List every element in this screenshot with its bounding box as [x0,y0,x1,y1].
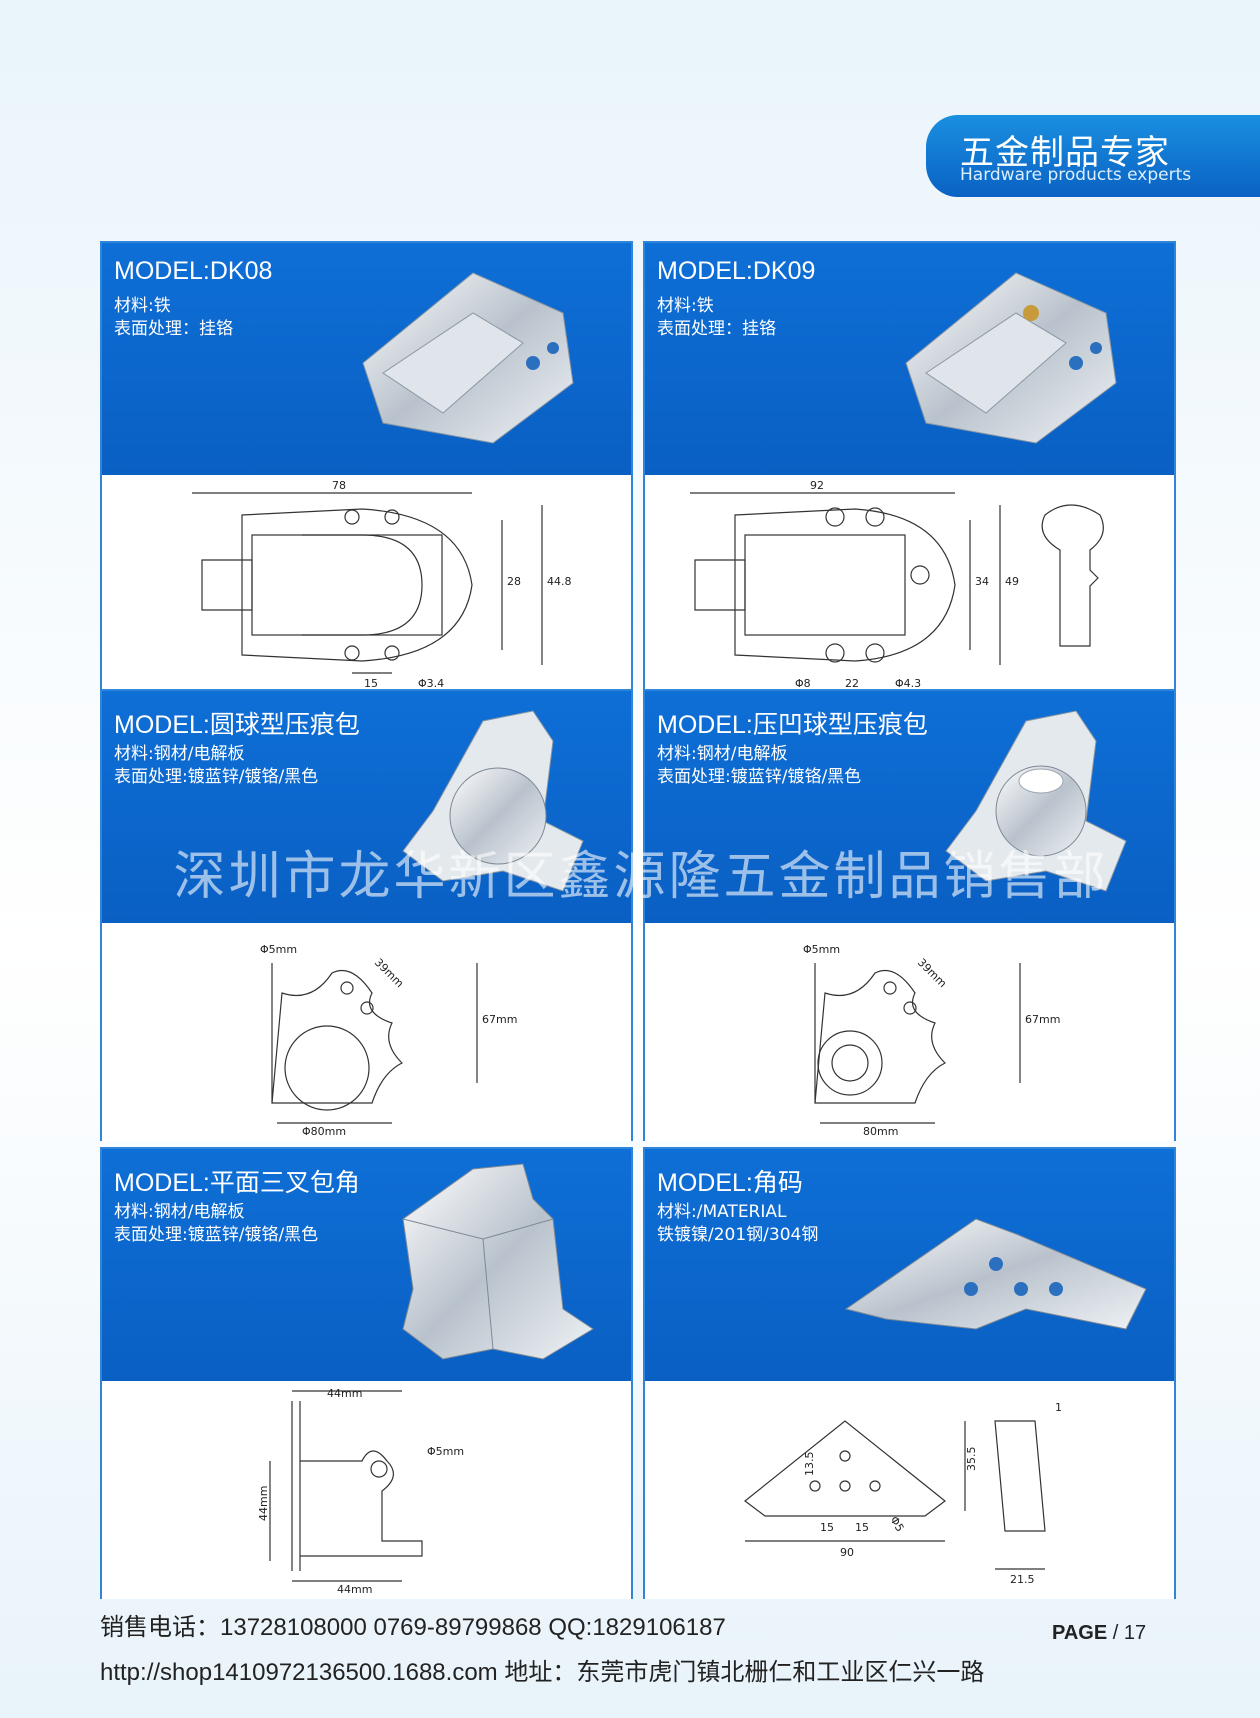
svg-text:39mm: 39mm [372,956,406,990]
technical-drawing: 92 34 49 22 Φ8 Φ4.3 [645,475,1174,693]
svg-text:34: 34 [975,575,989,588]
svg-text:78: 78 [332,479,346,492]
card-header: MODEL:DK09 材料:铁 表面处理：挂铬 [645,243,1174,475]
address-line: http://shop1410972136500.1688.com 地址：东莞市… [100,1659,985,1686]
technical-drawing: 44mm Φ5mm 44mm 44mm [102,1381,631,1599]
technical-drawing: Φ5mm 39mm 67mm Φ80mm [102,923,631,1141]
material-spec: 材料:/MATERIAL [657,1202,787,1222]
svg-text:13.5: 13.5 [803,1452,816,1477]
product-card-dk09: MODEL:DK09 材料:铁 表面处理：挂铬 92 34 49 22 Φ8 [643,241,1176,693]
product-card-dk08: MODEL:DK08 材料:铁 表面处理：挂铬 78 28 44.8 15 [100,241,633,693]
surface-spec: 表面处理：挂铬 [657,319,776,339]
model-title: MODEL:圆球型压痕包 [114,711,360,739]
flat-corner-photo [402,1163,594,1360]
svg-text:Φ5mm: Φ5mm [803,943,840,956]
header-title-en: Hardware products experts [960,165,1192,185]
svg-text:44mm: 44mm [327,1387,362,1400]
locking-latch-photo [905,272,1117,444]
technical-drawing: 35.5 13.5 15 15 Φ5 90 1 21.5 [645,1381,1174,1599]
svg-text:Φ8: Φ8 [795,677,811,689]
surface-spec: 铁镀镍/201钢/304钢 [657,1225,819,1245]
svg-text:21.5: 21.5 [1010,1573,1035,1586]
product-card-ball-corner: MODEL:圆球型压痕包 材料:钢材/电解板 表面处理:镀蓝锌/镀铬/黑色 Φ5… [100,689,633,1141]
material-spec: 材料:铁 [657,296,714,316]
svg-text:67mm: 67mm [1025,1013,1060,1026]
model-title: MODEL:DK08 [114,257,273,285]
svg-text:67mm: 67mm [482,1013,517,1026]
material-spec: 材料:钢材/电解板 [114,1202,245,1222]
svg-text:Φ5: Φ5 [887,1514,906,1534]
ball-corner-photo [402,710,584,892]
concave-ball-corner-photo [945,710,1127,892]
model-title: MODEL:角码 [657,1169,803,1197]
technical-drawing: Φ5mm 39mm 67mm 80mm [645,923,1174,1141]
card-header: MODEL:圆球型压痕包 材料:钢材/电解板 表面处理:镀蓝锌/镀铬/黑色 [102,691,631,923]
svg-text:39mm: 39mm [915,956,949,990]
svg-text:15: 15 [855,1521,869,1534]
svg-text:44mm: 44mm [257,1486,270,1521]
svg-text:15: 15 [820,1521,834,1534]
card-header: MODEL:压凹球型压痕包 材料:钢材/电解板 表面处理:镀蓝锌/镀铬/黑色 [645,691,1174,923]
svg-text:44mm: 44mm [337,1583,372,1595]
svg-text:28: 28 [507,575,521,588]
model-title: MODEL:平面三叉包角 [114,1169,360,1197]
svg-text:35.5: 35.5 [965,1447,978,1472]
material-spec: 材料:钢材/电解板 [114,744,245,764]
svg-text:80mm: 80mm [863,1125,898,1137]
corner-bracket-photo [844,1218,1147,1330]
material-spec: 材料:铁 [114,296,171,316]
sales-phone-line: 销售电话：13728108000 0769-89799868 QQ:182910… [100,1614,726,1641]
svg-text:Φ80mm: Φ80mm [302,1125,346,1137]
product-card-corner-bracket: MODEL:角码 材料:/MATERIAL 铁镀镍/201钢/304钢 35.5… [643,1147,1176,1599]
card-header: MODEL:角码 材料:/MATERIAL 铁镀镍/201钢/304钢 [645,1149,1174,1381]
product-card-concave-ball-corner: MODEL:压凹球型压痕包 材料:钢材/电解板 表面处理:镀蓝锌/镀铬/黑色 Φ… [643,689,1176,1141]
technical-drawing: 78 28 44.8 15 Φ3.4 [102,475,631,693]
card-header: MODEL:DK08 材料:铁 表面处理：挂铬 [102,243,631,475]
surface-spec: 表面处理:镀蓝锌/镀铬/黑色 [114,767,319,787]
header-tab: 五金制品专家 Hardware products experts [926,115,1260,197]
svg-text:Φ5mm: Φ5mm [260,943,297,956]
model-title: MODEL:DK09 [657,257,816,285]
svg-text:Φ5mm: Φ5mm [427,1445,464,1458]
surface-spec: 表面处理：挂铬 [114,319,233,339]
svg-text:Φ3.4: Φ3.4 [418,677,444,689]
svg-text:92: 92 [810,479,824,492]
svg-text:1: 1 [1055,1401,1062,1414]
svg-text:15: 15 [364,677,378,689]
svg-text:Φ4.3: Φ4.3 [895,677,921,689]
card-header: MODEL:平面三叉包角 材料:钢材/电解板 表面处理:镀蓝锌/镀铬/黑色 [102,1149,631,1381]
header-title-cn: 五金制品专家 [960,133,1170,173]
model-title: MODEL:压凹球型压痕包 [657,711,928,739]
svg-text:44.8: 44.8 [547,575,572,588]
product-card-flat-corner: MODEL:平面三叉包角 材料:钢材/电解板 表面处理:镀蓝锌/镀铬/黑色 44… [100,1147,633,1599]
watermark: 深圳市龙华新区鑫源隆五金制品销售部 [173,847,1109,907]
surface-spec: 表面处理:镀蓝锌/镀铬/黑色 [114,1225,319,1245]
svg-text:90: 90 [840,1546,854,1559]
material-spec: 材料:钢材/电解板 [657,744,788,764]
latch-photo [362,272,574,444]
surface-spec: 表面处理:镀蓝锌/镀铬/黑色 [657,767,862,787]
page-indicator: PAGE / 17 [1052,1622,1147,1644]
svg-text:22: 22 [845,677,859,689]
svg-text:49: 49 [1005,575,1019,588]
